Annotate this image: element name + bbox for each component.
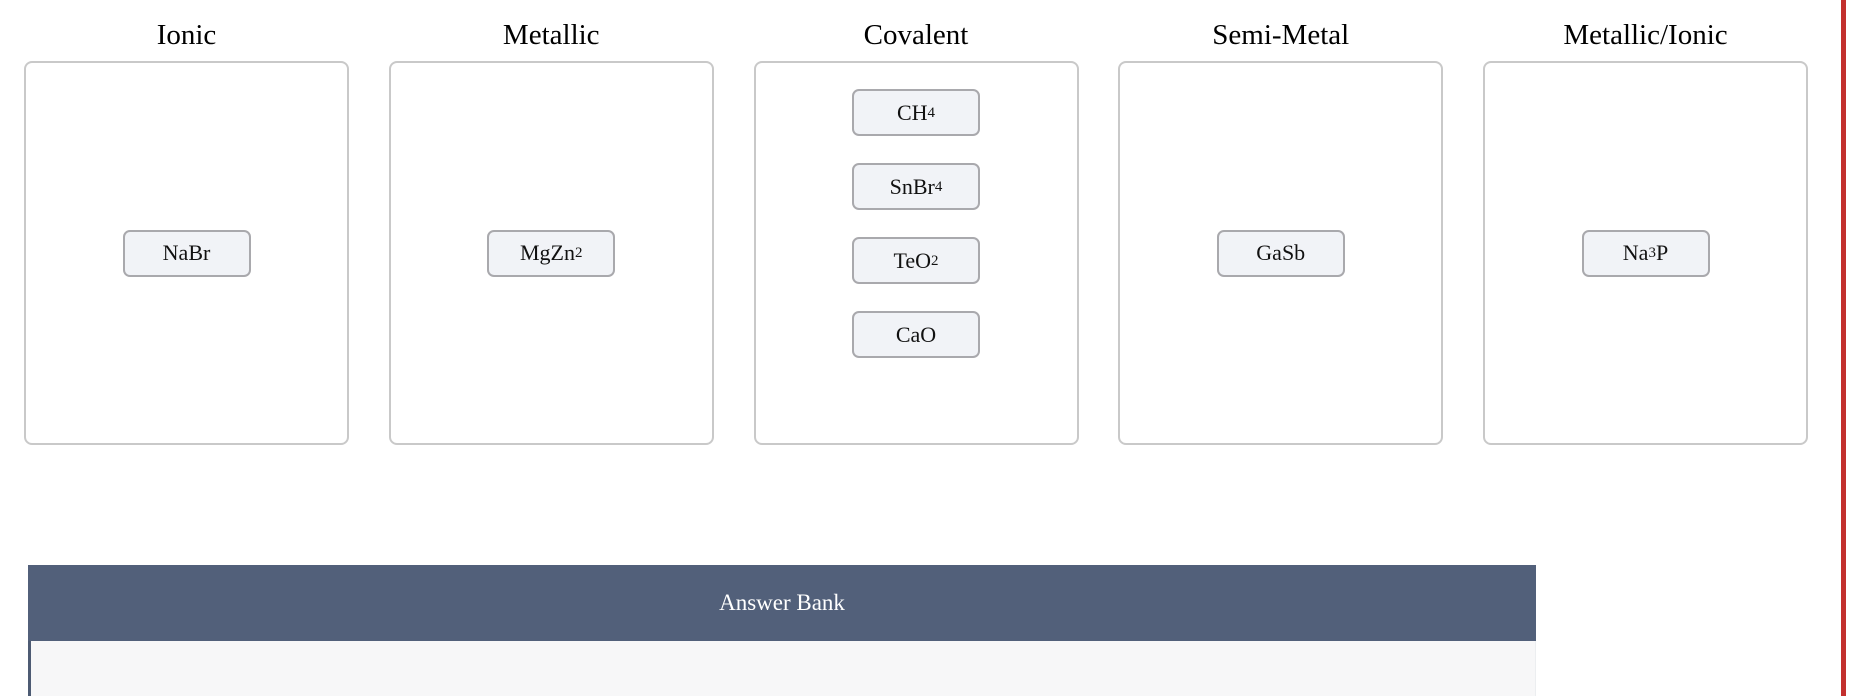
formula-part: TeO (893, 247, 932, 273)
formula-part: Na (1622, 240, 1649, 265)
answer-bank-title: Answer Bank (719, 590, 845, 615)
formula-part: NaBr (162, 240, 211, 265)
category-title-metallic: Metallic (502, 19, 600, 51)
dropzone-semi-metal[interactable]: GaSb (1118, 61, 1444, 445)
answer-bank-header: Answer Bank (28, 565, 1536, 641)
category-title-ionic: Ionic (156, 19, 217, 51)
formula-part: SnBr (889, 173, 935, 199)
formula-part: CH (896, 99, 928, 125)
formula-part: MgZn (520, 240, 575, 265)
formula-part: GaSb (1256, 240, 1306, 265)
formula-tile-nabr[interactable]: NaBr (122, 229, 251, 277)
formula-part: P (1655, 240, 1669, 265)
answer-bank-dropzone[interactable] (28, 641, 1536, 696)
answer-bank: Answer Bank (28, 565, 1536, 696)
category-title-semi-metal: Semi-Metal (1212, 19, 1350, 51)
formula-tile-gasb[interactable]: GaSb (1216, 229, 1345, 277)
right-edge-stripe (1841, 0, 1846, 696)
dropzone-ionic[interactable]: NaBr (24, 61, 349, 445)
formula-tile-cao[interactable]: CaO (852, 311, 980, 358)
category-title-covalent: Covalent (863, 19, 969, 51)
category-title-metallic-ionic: Metallic/Ionic (1563, 19, 1728, 51)
formula-part: CaO (895, 321, 937, 347)
